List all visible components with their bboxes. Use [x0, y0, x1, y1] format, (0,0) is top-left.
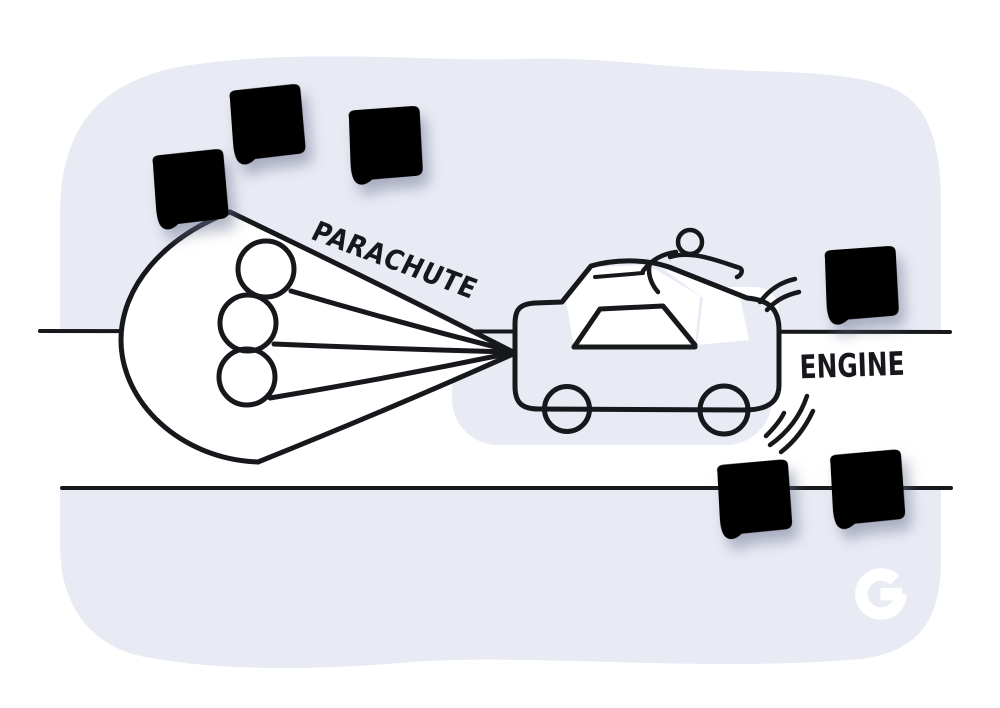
- engine-label: ENGINE: [799, 345, 906, 387]
- parachute-cords: [227, 209, 514, 465]
- rear-wheel: [542, 384, 592, 434]
- sticky-note: [824, 245, 900, 326]
- driver-head: [675, 227, 705, 257]
- sticky-note: [152, 148, 230, 231]
- car-drawing: [512, 227, 816, 455]
- parachute-drawing: [118, 209, 514, 465]
- google-logo-icon: [855, 568, 907, 620]
- front-wheel: [697, 383, 751, 437]
- driver-figure: [640, 227, 744, 295]
- sticky-note: [829, 449, 906, 530]
- sticky-note: [348, 105, 424, 186]
- motion-lines: [757, 276, 816, 455]
- parachute-canopy-outline: [118, 209, 261, 465]
- sticky-note: [229, 83, 307, 166]
- sticky-note: [716, 459, 793, 540]
